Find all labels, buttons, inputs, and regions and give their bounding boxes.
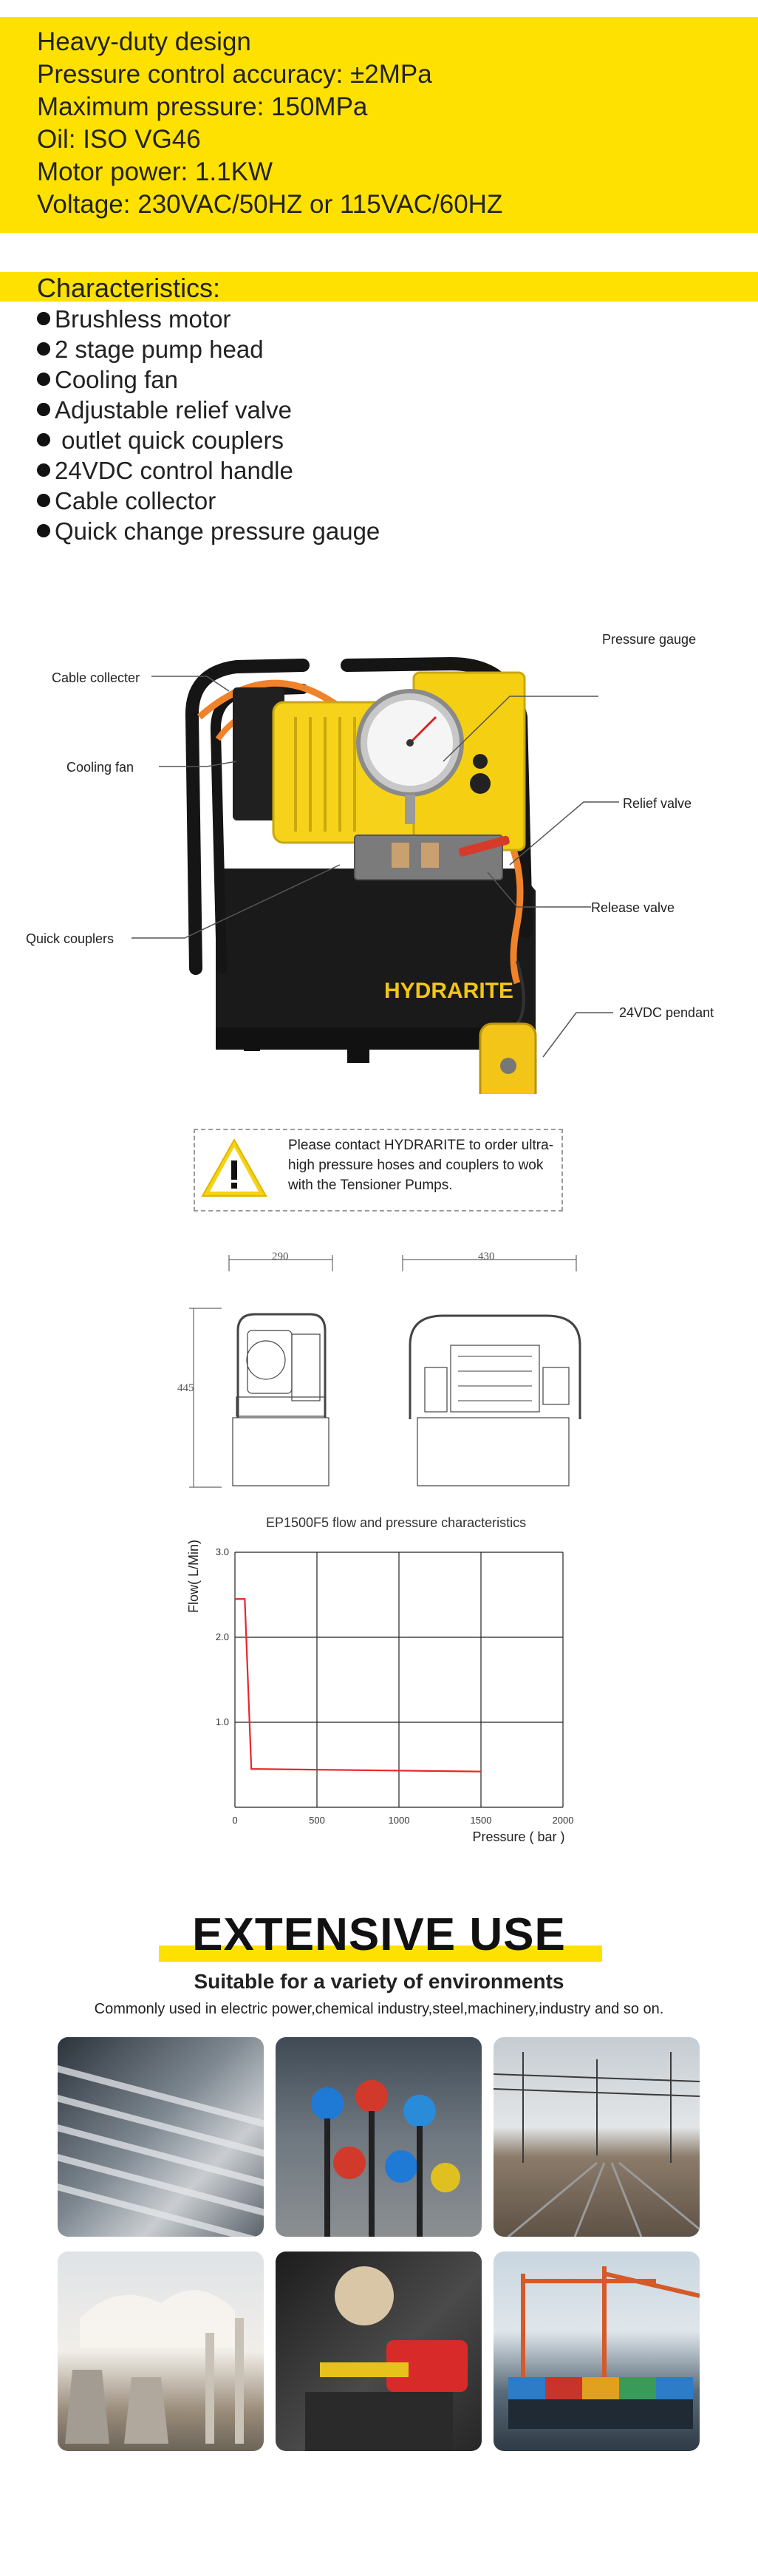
dim-height: 445 — [177, 1382, 194, 1394]
warning-box — [194, 1129, 563, 1211]
pump-illustration: HYDRARITE — [132, 656, 619, 1094]
list-item: Quick change pressure gauge — [37, 517, 380, 546]
y-axis-label: Flow( L/Min) — [186, 1540, 201, 1613]
bullet-icon — [37, 463, 50, 478]
photo-power-plant — [58, 2252, 264, 2451]
bullet-icon — [37, 312, 50, 326]
spec-line: Pressure control accuracy: ±2MPa — [37, 60, 432, 89]
extensive-use-subtitle: Suitable for a variety of environments — [194, 1970, 564, 1993]
bullet-icon — [37, 373, 50, 387]
x-tick-label: 1000 — [389, 1815, 410, 1826]
x-tick-label: 2000 — [553, 1815, 574, 1826]
y-tick-label: 2.0 — [216, 1631, 229, 1642]
dim-width: 290 — [272, 1251, 289, 1262]
spec-line: Motor power: 1.1KW — [37, 157, 273, 186]
spec-line: Heavy-duty design — [37, 27, 251, 56]
bullet-icon — [37, 433, 50, 447]
callout-pressure-gauge: Pressure gauge — [602, 632, 697, 647]
list-item: Brushless motor — [37, 305, 231, 334]
dim-depth: 430 — [478, 1251, 495, 1262]
bullet-icon — [37, 342, 50, 356]
bullet-icon — [37, 403, 50, 417]
list-item: Adjustable relief valve — [37, 395, 292, 425]
y-tick-label: 1.0 — [216, 1716, 229, 1727]
bullet-icon — [37, 494, 50, 508]
spec-band: Heavy-duty design Pressure control accur… — [0, 17, 758, 233]
photo-steel-pipes — [58, 2037, 264, 2237]
extensive-use-underline — [159, 1945, 602, 1962]
callout-release-valve: Release valve — [591, 900, 675, 915]
spec-line: Voltage: 230VAC/50HZ or 115VAC/60HZ — [37, 190, 503, 219]
callout-relief-valve: Relief valve — [623, 796, 692, 811]
callout-cooling-fan: Cooling fan — [66, 760, 134, 775]
callout-24vdc-pendant: 24VDC pendant — [619, 1005, 714, 1020]
list-item: Cooling fan — [37, 365, 178, 395]
list-item: outlet quick couplers — [37, 426, 284, 455]
characteristics-title: Characteristics: — [37, 273, 221, 303]
warning-text: Please contact HYDRARITE to order ultra-… — [288, 1138, 554, 1193]
photo-hydraulic-hoses — [276, 2037, 482, 2237]
spec-line: Oil: ISO VG46 — [37, 125, 201, 154]
characteristics-band — [0, 272, 758, 302]
bullet-icon — [37, 524, 50, 538]
x-axis-label: Pressure ( bar ) — [472, 1829, 564, 1844]
callout-quick-couplers: Quick couplers — [26, 931, 115, 946]
x-tick-label: 0 — [232, 1815, 237, 1826]
x-tick-label: 500 — [309, 1815, 325, 1826]
dimension-drawings — [189, 1255, 581, 1488]
y-tick-label: 3.0 — [216, 1546, 229, 1557]
photo-shipping-port — [494, 2252, 700, 2451]
list-item: 2 stage pump head — [37, 335, 264, 364]
extensive-use-description: Commonly used in electric power,chemical… — [94, 2001, 664, 2017]
extensive-use-title: EXTENSIVE USE — [192, 1909, 566, 1960]
photo-railway — [494, 2037, 700, 2237]
chart-title: EP1500F5 flow and pressure characteristi… — [266, 1515, 527, 1530]
spec-line: Maximum pressure: 150MPa — [37, 92, 368, 121]
photo-worker-tool — [276, 2252, 482, 2451]
list-item: 24VDC control handle — [37, 456, 293, 486]
flow-series-line — [235, 1598, 482, 1773]
callout-cable-collector: Cable collecter — [52, 670, 140, 685]
warning-icon — [201, 1138, 267, 1197]
x-tick-label: 1500 — [471, 1815, 492, 1826]
list-item: Cable collector — [37, 486, 216, 516]
brand-logo: HYDRARITE — [384, 979, 513, 1003]
